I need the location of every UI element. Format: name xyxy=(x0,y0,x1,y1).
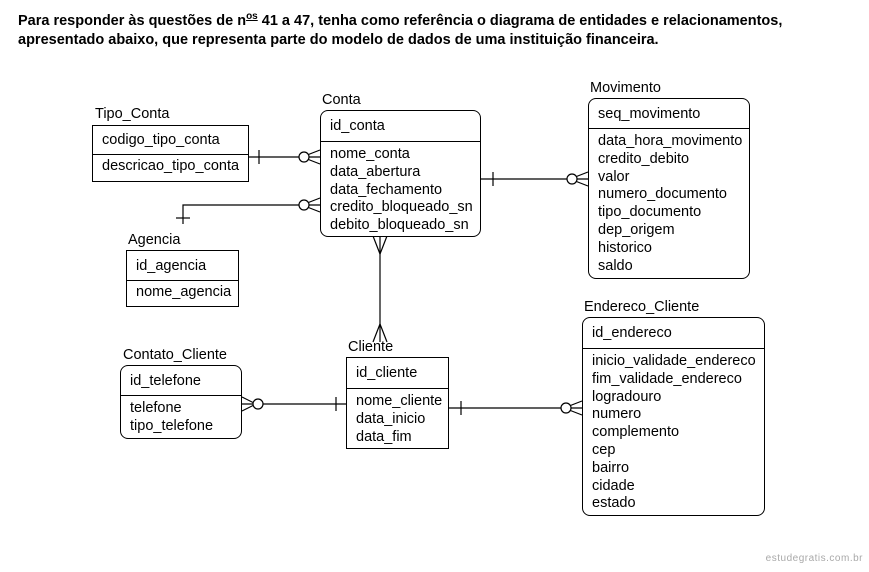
contato-cliente-attrs: telefone tipo_telefone xyxy=(121,396,241,436)
attr: numero xyxy=(592,406,642,423)
endereco-cliente-title: Endereco_Cliente xyxy=(584,299,700,315)
endereco-cliente-pk: id_endereco xyxy=(583,318,764,349)
rel-cliente-endereco xyxy=(449,400,583,416)
movimento-entity[interactable]: seq_movimento data_hora_movimento credit… xyxy=(588,98,750,279)
attr: fim_validade_endereco xyxy=(592,370,742,387)
attr: tipo_documento xyxy=(598,204,702,221)
rel-agencia-conta xyxy=(176,197,321,224)
attr: data_abertura xyxy=(330,163,421,180)
contato-cliente-entity[interactable]: id_telefone telefone tipo_telefone xyxy=(120,365,242,439)
question-header: Para responder às questões de nos 41 a 4… xyxy=(18,12,858,50)
attr: logradouro xyxy=(592,388,662,405)
attr: nome_conta xyxy=(330,146,410,162)
attr: nome_cliente xyxy=(356,393,443,409)
attr: historico xyxy=(598,239,652,256)
attr: debito_bloqueado_sn xyxy=(330,217,469,234)
movimento-title: Movimento xyxy=(590,80,661,96)
attr: bairro xyxy=(592,459,630,476)
conta-attrs: nome_conta data_abertura data_fechamento… xyxy=(321,142,480,235)
attr: dep_origem xyxy=(598,221,675,238)
cliente-title: Cliente xyxy=(348,339,394,355)
attr: credito_bloqueado_sn xyxy=(330,199,473,216)
attr: descricao_tipo_conta xyxy=(102,158,240,174)
agencia-entity[interactable]: id_agencia nome_agencia xyxy=(126,250,239,307)
attr: credito_debito xyxy=(598,150,690,167)
tipo-conta-attrs: descricao_tipo_conta xyxy=(93,155,248,176)
movimento-pk: seq_movimento xyxy=(589,99,749,129)
cliente-entity[interactable]: id_cliente nome_cliente data_inicio data… xyxy=(346,357,449,449)
tipo-conta-entity[interactable]: codigo_tipo_conta descricao_tipo_conta xyxy=(92,125,249,182)
header-prefix: Para responder às questões de n xyxy=(18,13,247,29)
endereco-cliente-entity[interactable]: id_endereco inicio_validade_endereco fim… xyxy=(582,317,765,516)
conta-title: Conta xyxy=(322,92,361,108)
attr: valor xyxy=(598,168,630,185)
attr: tipo_telefone xyxy=(130,417,214,434)
attr: cidade xyxy=(592,477,635,494)
rel-cliente-contato xyxy=(241,396,346,412)
attr: data_hora_movimento xyxy=(598,133,743,149)
tipo-conta-title: Tipo_Conta xyxy=(95,106,170,122)
header-sup: os xyxy=(246,11,258,22)
contato-cliente-title: Contato_Cliente xyxy=(123,347,227,363)
cliente-pk: id_cliente xyxy=(347,358,448,389)
attr: nome_agencia xyxy=(136,284,232,300)
conta-pk: id_conta xyxy=(321,111,480,142)
attr: cep xyxy=(592,441,616,458)
cliente-attrs: nome_cliente data_inicio data_fim xyxy=(347,389,448,446)
attr: data_inicio xyxy=(356,410,426,427)
attr: estado xyxy=(592,495,636,512)
conta-entity[interactable]: id_conta nome_conta data_abertura data_f… xyxy=(320,110,481,237)
rel-conta-cliente xyxy=(372,235,388,343)
agencia-pk: id_agencia xyxy=(127,251,238,281)
rel-tipoconta-conta xyxy=(249,149,321,165)
attr: numero_documento xyxy=(598,186,727,203)
endereco-cliente-attrs: inicio_validade_endereco fim_validade_en… xyxy=(583,349,764,513)
contato-cliente-pk: id_telefone xyxy=(121,366,241,396)
attr: inicio_validade_endereco xyxy=(592,353,756,369)
attr: data_fechamento xyxy=(330,181,443,198)
movimento-attrs: data_hora_movimento credito_debito valor… xyxy=(589,129,749,275)
tipo-conta-pk: codigo_tipo_conta xyxy=(93,126,248,155)
rel-conta-movimento xyxy=(481,171,589,187)
attr: telefone xyxy=(130,400,182,416)
attr: complemento xyxy=(592,424,680,441)
watermark: estudegratis.com.br xyxy=(765,553,863,564)
agencia-title: Agencia xyxy=(128,232,181,248)
attr: saldo xyxy=(598,257,633,274)
attr: data_fim xyxy=(356,428,412,445)
agencia-attrs: nome_agencia xyxy=(127,281,238,302)
header-suffix: 41 a 47, tenha como referência o diagram… xyxy=(18,13,783,48)
